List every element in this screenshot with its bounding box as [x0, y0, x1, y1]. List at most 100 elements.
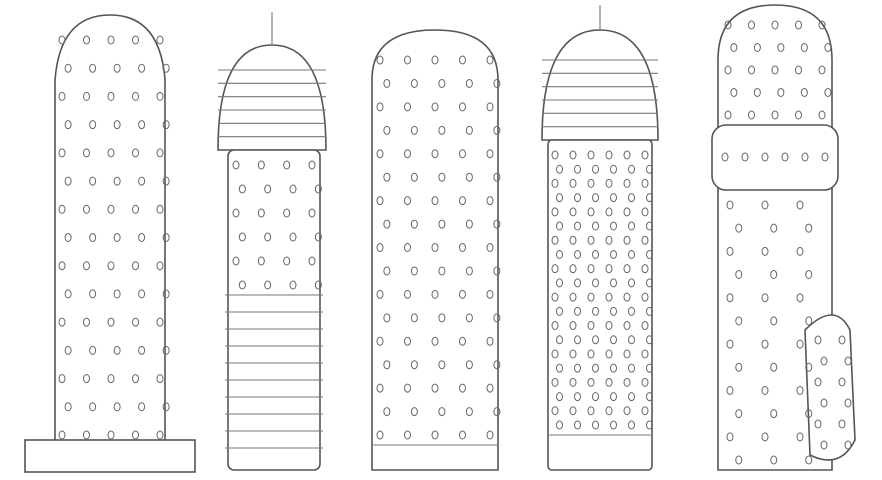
nub-mark: [735, 316, 743, 326]
nub-mark: [465, 125, 473, 135]
nub-mark: [410, 266, 418, 276]
nub-mark: [264, 280, 272, 290]
nub-mark: [592, 335, 599, 345]
nub-mark: [592, 392, 599, 402]
nub-mark: [556, 193, 563, 203]
nub-mark: [551, 178, 559, 188]
nub-mark: [724, 20, 732, 30]
nub-mark: [610, 193, 617, 203]
nub-mark: [132, 35, 139, 45]
nub-mark: [610, 335, 617, 345]
nub-mark: [89, 289, 97, 299]
nub-mark: [383, 78, 391, 88]
nub-mark: [592, 278, 599, 288]
nub-mark: [238, 184, 246, 194]
nub-mark: [641, 150, 649, 160]
nub-mark: [574, 278, 581, 288]
sleeve-3: [371, 29, 501, 471]
nub-mark: [628, 335, 635, 345]
nub-mark: [107, 317, 115, 327]
nub-mark: [264, 184, 272, 194]
nub-mark: [844, 398, 852, 408]
nub-mark: [721, 152, 729, 162]
nub-mark: [556, 335, 563, 345]
nub-mark: [628, 363, 635, 373]
nub-mark: [770, 270, 778, 280]
nub-mark: [257, 208, 265, 218]
nub-mark: [283, 208, 291, 218]
nub-mark: [156, 317, 164, 327]
nub-mark: [781, 152, 789, 162]
nub-mark: [556, 420, 563, 430]
nub-mark: [771, 65, 779, 75]
nub-mark: [628, 278, 635, 288]
nub-mark: [486, 196, 494, 206]
nub-mark: [551, 406, 559, 416]
nub-mark: [628, 249, 635, 259]
nub-mark: [162, 176, 170, 186]
nub-mark: [592, 363, 599, 373]
nub-mark: [726, 293, 734, 303]
nub-mark: [796, 246, 804, 256]
nub-mark: [404, 289, 411, 299]
nub-mark: [824, 88, 832, 97]
nub-mark: [820, 356, 828, 366]
nub-mark: [761, 339, 769, 349]
nub-mark: [569, 321, 577, 331]
nub-mark: [138, 289, 146, 299]
nub-mark: [838, 419, 846, 429]
nub-mark: [623, 321, 631, 331]
nub-mark: [646, 363, 653, 373]
nub-mark: [438, 78, 446, 88]
nub-mark: [800, 88, 808, 97]
nub-mark: [465, 172, 473, 182]
nub-mark: [162, 345, 170, 355]
nub-mark: [438, 360, 446, 370]
nub-mark: [623, 377, 631, 387]
nub-mark: [646, 278, 653, 288]
nub-mark: [376, 149, 384, 159]
nub-mark: [771, 110, 779, 120]
nub-mark: [383, 266, 391, 276]
nub-mark: [232, 208, 240, 218]
nub-mark: [551, 235, 559, 245]
nub-mark: [838, 335, 846, 345]
nub-mark: [404, 196, 411, 206]
nub-mark: [232, 256, 240, 266]
nub-mark: [404, 383, 411, 393]
nub-mark: [587, 207, 595, 217]
nub-mark: [431, 149, 439, 159]
nub-mark: [493, 360, 501, 370]
nub-mark: [605, 178, 613, 188]
nub-mark: [818, 20, 826, 30]
nub-mark: [493, 313, 501, 323]
nub-mark: [641, 321, 649, 331]
nub-mark: [493, 407, 501, 417]
nub-mark: [646, 306, 653, 316]
nub-mark: [493, 125, 501, 135]
nub-mark: [569, 235, 577, 245]
nub-mark: [610, 249, 617, 259]
nub-mark: [486, 149, 494, 159]
nub-mark: [796, 339, 804, 349]
nub-mark: [289, 280, 297, 290]
nub-mark: [748, 110, 755, 120]
nub-mark: [641, 235, 649, 245]
nub-mark: [376, 55, 384, 65]
nub-mark: [308, 208, 316, 218]
nub-mark: [569, 207, 577, 217]
nub-mark: [64, 345, 72, 355]
nub-mark: [610, 221, 617, 231]
nub-mark: [83, 430, 90, 440]
nub-mark: [64, 233, 72, 242]
nub-mark: [592, 221, 599, 231]
nub-mark: [592, 420, 599, 430]
nub-mark: [641, 264, 649, 274]
nub-mark: [574, 221, 581, 231]
nub-mark: [465, 266, 473, 276]
nub-mark: [486, 383, 494, 393]
nub-mark: [777, 88, 785, 97]
nub-mark: [89, 402, 97, 412]
nub-mark: [431, 430, 439, 440]
nub-mark: [628, 392, 635, 402]
